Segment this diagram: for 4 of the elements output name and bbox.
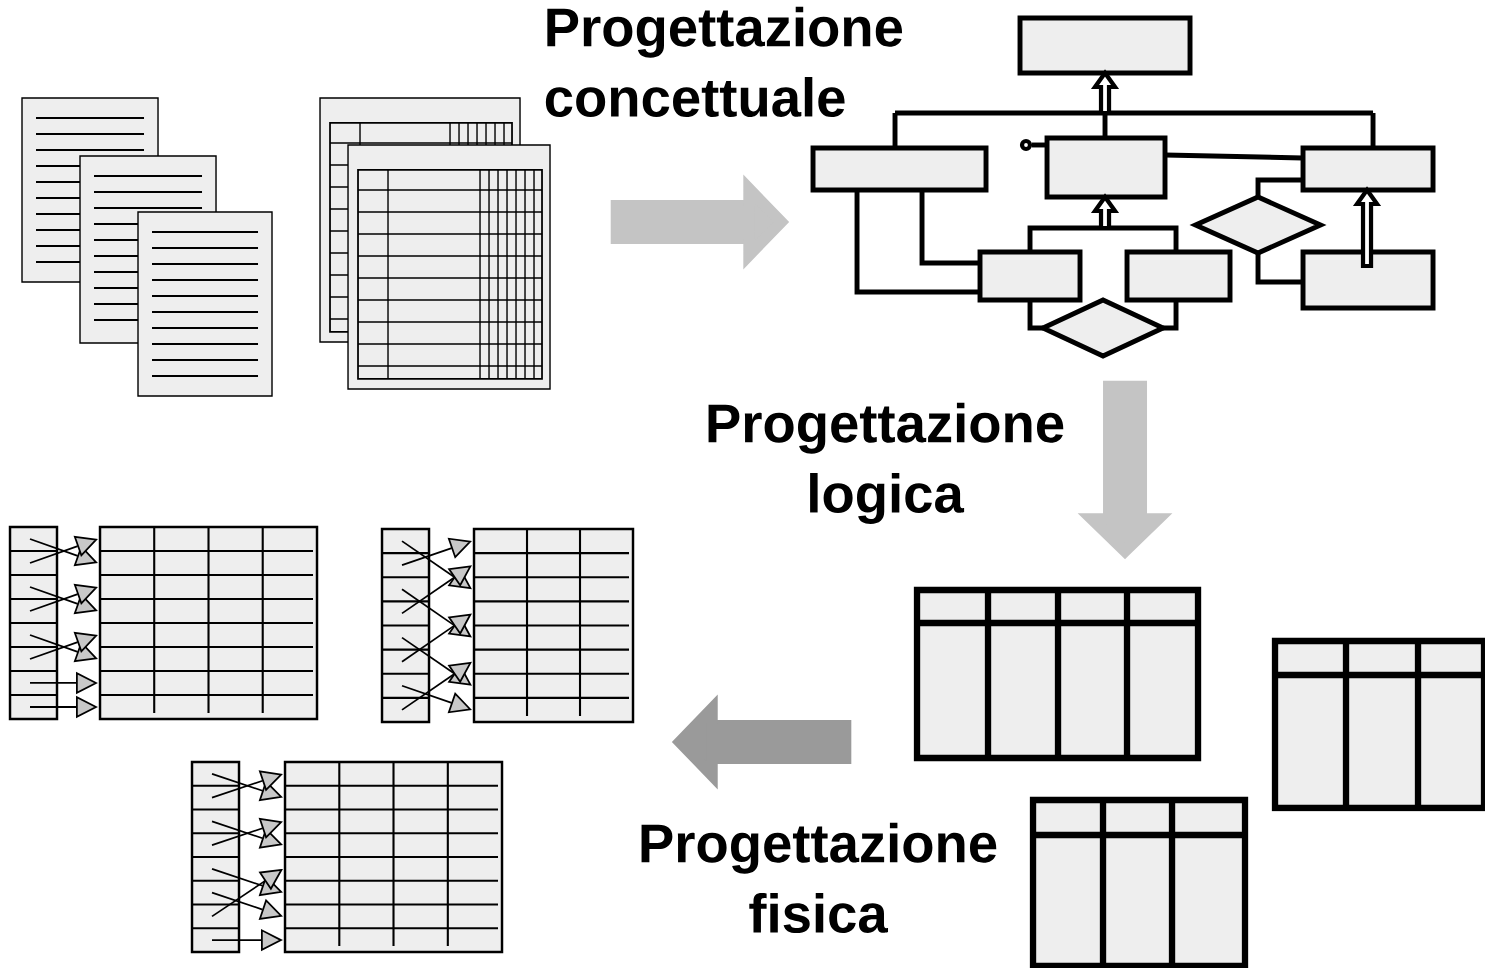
index-structure-drawing (8, 525, 635, 954)
edge-label: Progettazione concettuale (545, 6, 903, 117)
edge-label: Progettazione logica (708, 402, 1064, 524)
edge-label: Progettazione fisica (641, 822, 997, 933)
